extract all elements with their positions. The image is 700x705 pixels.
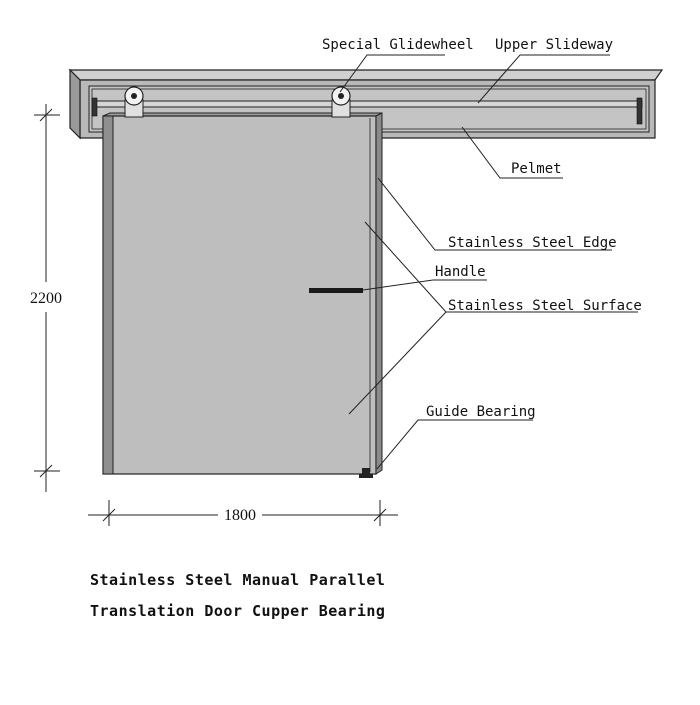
leader-glidewheel: [339, 54, 445, 93]
glidewheel-right: [331, 86, 351, 118]
glidewheel-left: [124, 86, 144, 118]
label-edge: Stainless Steel Edge: [448, 235, 617, 251]
caption-line-2: Translation Door Cupper Bearing: [90, 602, 385, 620]
label-handle: Handle: [435, 264, 486, 280]
caption-line-1: Stainless Steel Manual Parallel: [90, 571, 385, 589]
height-dimension: [34, 104, 60, 492]
leader-guide: [376, 419, 533, 470]
label-guide-bearing: Guide Bearing: [426, 404, 536, 420]
leader-slideway: [477, 54, 610, 104]
label-surface: Stainless Steel Surface: [448, 298, 642, 314]
label-glidewheel: Special Glidewheel: [322, 37, 474, 53]
leader-edge: [377, 177, 612, 251]
leader-pelmet: [461, 126, 563, 179]
leader-handle: [362, 279, 487, 291]
guide-bearing: [359, 468, 373, 478]
width-value: 1800: [224, 507, 256, 524]
label-slideway: Upper Slideway: [495, 37, 613, 53]
width-dimension: [88, 500, 398, 526]
leader-lines: [339, 54, 638, 470]
height-value: 2200: [30, 290, 62, 307]
label-pelmet: Pelmet: [511, 161, 562, 177]
door-handle: [309, 288, 363, 293]
upper-slideway: [91, 97, 643, 125]
leader-surface-b: [348, 311, 447, 415]
door-panel: [102, 112, 383, 475]
